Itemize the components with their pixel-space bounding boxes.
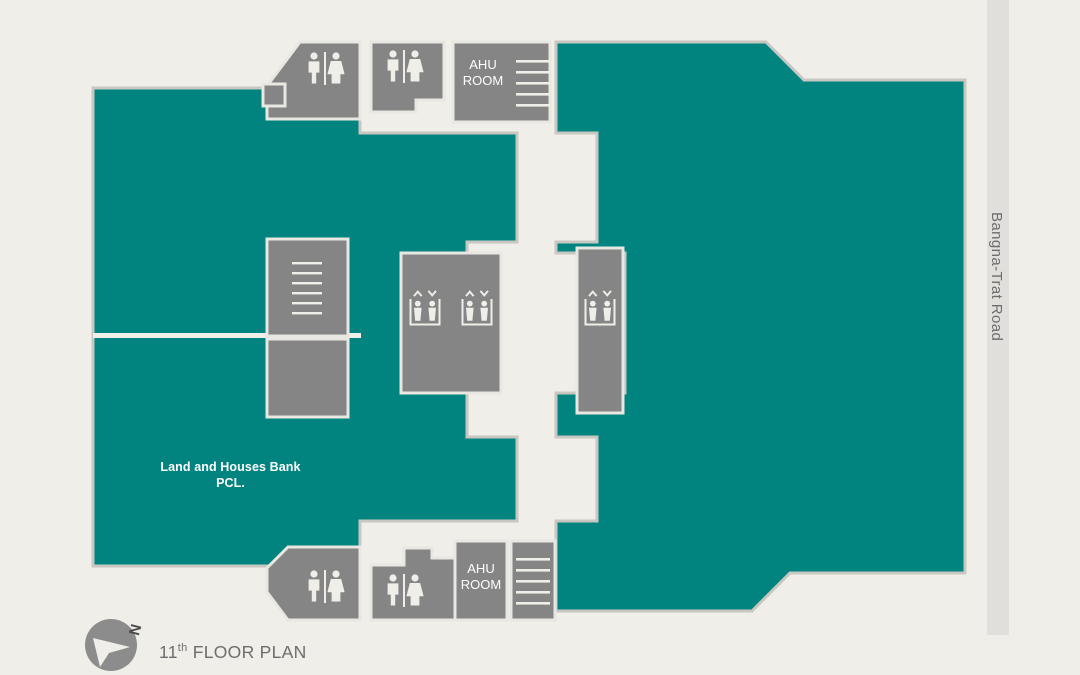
compass-arrow-icon bbox=[85, 619, 137, 671]
ahu-room-south-label: AHU ROOM bbox=[460, 561, 502, 592]
restroom-north-east-room bbox=[369, 40, 446, 114]
elevator-core-central-room bbox=[399, 251, 503, 395]
floor-plan-word: FLOOR PLAN bbox=[187, 642, 307, 662]
stairs-west-room bbox=[265, 237, 350, 338]
tenant-divider-line bbox=[93, 333, 361, 338]
ahu-room-north-label: AHU ROOM bbox=[462, 57, 504, 88]
ahu-room-south-block bbox=[453, 539, 509, 622]
bangna-trat-road-strip bbox=[987, 0, 1009, 635]
service-notch-north bbox=[261, 82, 287, 108]
bangna-trat-road-label: Bangna-Trat Road bbox=[988, 212, 1005, 342]
service-room-west-lower bbox=[265, 337, 350, 419]
floor-ordinal-suffix: th bbox=[177, 642, 188, 655]
tenant-area-east bbox=[554, 40, 967, 613]
page-title: 11th FLOOR PLAN bbox=[159, 642, 307, 663]
floor-number: 11 bbox=[159, 642, 178, 662]
tenant-label-land-and-houses-bank: Land and Houses Bank PCL. bbox=[160, 460, 301, 490]
elevator-core-east-room bbox=[575, 246, 625, 415]
